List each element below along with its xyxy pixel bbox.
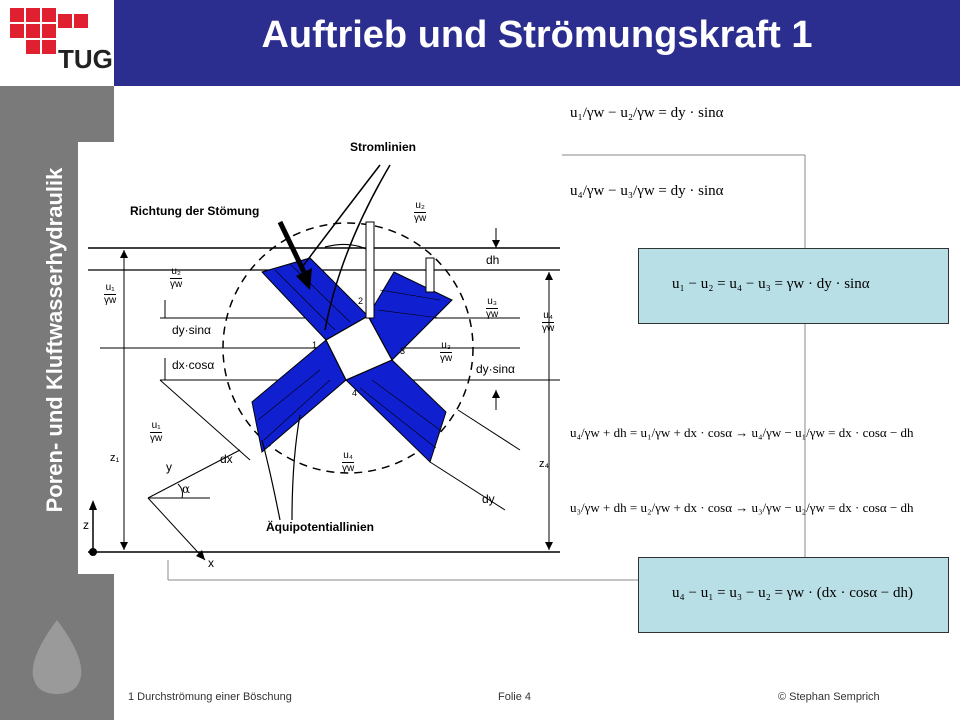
label-z-axis: z <box>83 518 89 532</box>
equation-box-1 <box>638 248 949 324</box>
equation-6: u₄ − u₁ = u₃ − u₂ = γw · (dx · cosα − dh… <box>672 585 914 601</box>
equation-4: u₄/γw + dh = u₁/γw + dx · cosα → u₄/γw −… <box>570 425 914 440</box>
footer-chapter: 1 Durchströmung einer Böschung <box>128 691 292 703</box>
header-bar <box>0 0 960 86</box>
label-alpha: α <box>182 482 191 496</box>
label-dy: dy <box>482 492 495 506</box>
label-z1: z₁ <box>110 452 120 464</box>
label-dx-cos: dx·cosα <box>172 358 215 372</box>
equation-1: u₁/γw − u₂/γw = dy · sinα <box>570 105 724 121</box>
tug-logo: TUG <box>0 0 114 86</box>
label-dy-sin-left: dy·sinα <box>172 323 211 337</box>
label-richtung: Richtung der Stömung <box>130 204 260 218</box>
flow-element <box>251 257 453 463</box>
logo-text: TUG <box>58 44 113 74</box>
footer-author: © Stephan Semprich <box>778 691 880 703</box>
equation-2: u₄/γw − u₃/γw = dy · sinα <box>570 183 724 199</box>
equation-5: u₃/γw + dh = u₂/γw + dx · cosα → u₃/γw −… <box>570 500 914 515</box>
node-4: 4 <box>352 388 358 398</box>
label-z4: z₄ <box>539 458 549 470</box>
node-2: 2 <box>358 296 364 306</box>
node-1: 1 <box>312 340 318 350</box>
label-dy-sin-right: dy·sinα <box>476 362 515 376</box>
page-title: Auftrieb und Strömungskraft 1 <box>261 14 813 56</box>
water-drop-icon <box>32 620 82 694</box>
equation-3: u₁ − u₂ = u₄ − u₃ = γw · dy · sinα <box>672 276 870 292</box>
equation-box-2 <box>638 557 949 633</box>
tug-logo-icon <box>10 8 88 54</box>
label-x-axis: x <box>208 556 214 570</box>
node-3: 3 <box>400 346 406 356</box>
label-dx: dx <box>220 452 233 466</box>
label-stromlinien: Stromlinien <box>350 140 417 154</box>
footer-slide-number: Folie 4 <box>498 691 532 703</box>
label-dh: dh <box>486 253 500 267</box>
label-y-axis: y <box>166 460 172 474</box>
label-aequipotential: Äquipotentiallinien <box>266 520 374 534</box>
